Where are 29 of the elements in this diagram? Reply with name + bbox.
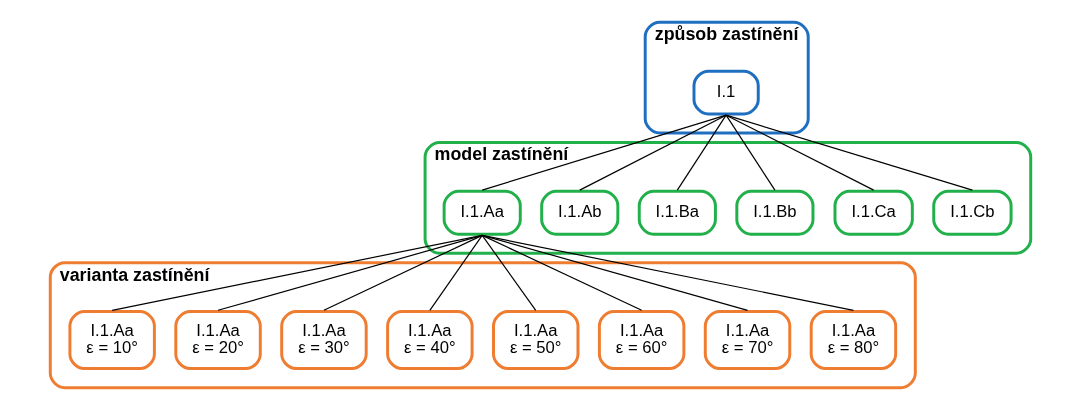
connector [111,234,483,311]
node-box: I.1 [692,69,760,116]
connector [725,114,973,191]
connector [725,114,776,191]
connector [676,114,727,191]
connector [217,234,483,311]
node-box: I.1.Aa ε = 80° [809,310,898,371]
node-box: I.1.Bb [735,189,815,236]
node-box: I.1.Aa ε = 60° [597,310,686,371]
connector [481,234,749,311]
node-box: I.1.Aa ε = 40° [386,310,474,371]
node-box: I.1.Ca [833,189,914,236]
node-box: I.1.Aa ε = 10° [68,310,156,371]
connector [481,114,727,191]
connector [429,234,483,311]
connector [579,114,727,191]
node-box: I.1.Aa [442,189,522,236]
connector [481,234,537,311]
connector [481,234,643,311]
node-box: I.1.Ba [637,189,717,236]
node-box: I.1.Aa ε = 30° [280,310,368,371]
node-box: I.1.Aa ε = 50° [492,310,580,371]
node-box: I.1.Aa ε = 20° [174,310,262,371]
node-box: I.1.Aa ε = 70° [703,310,792,371]
connector [481,234,855,311]
connector [323,234,483,311]
node-box: I.1.Cb [932,189,1013,236]
node-box: I.1.Ab [540,189,620,236]
connector [725,114,875,191]
